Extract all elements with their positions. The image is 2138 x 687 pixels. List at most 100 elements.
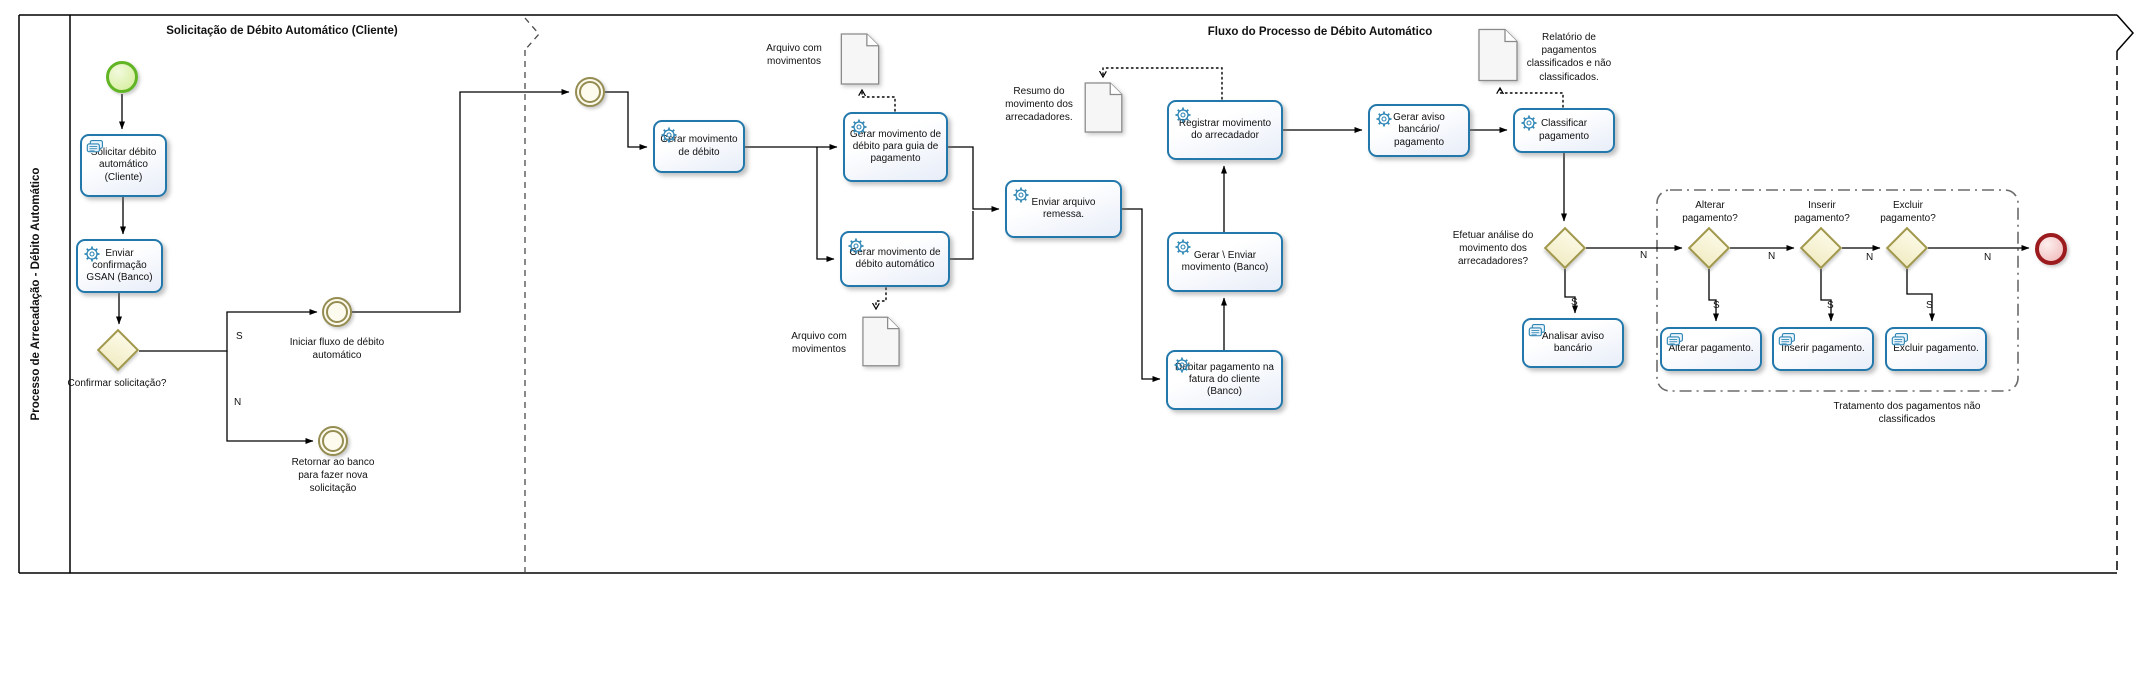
task-enviar-confirmacao-gsan[interactable]: Enviar confirmação GSAN (Banco): [76, 239, 163, 293]
sequence-flow: [139, 309, 318, 352]
intermediate-event-link[interactable]: [575, 77, 605, 107]
user-task-icon: [1778, 332, 1797, 348]
edge-label-n2: N: [1640, 250, 1648, 261]
group-label: Tratamento dos pagamentos não classifica…: [1833, 401, 1981, 426]
data-associations: [862, 67, 1564, 308]
data-object-relatorio-pagamentos[interactable]: [1478, 28, 1518, 82]
task-gerar-enviar-movimento[interactable]: Gerar \ Enviar movimento (Banco): [1167, 232, 1283, 292]
sequence-flows: [116, 89, 2030, 444]
sequence-flow: [948, 146, 1000, 212]
association: [1500, 89, 1564, 108]
data-object-resumo-movimento[interactable]: [1084, 82, 1123, 133]
event-label-retornar-banco: Retornar ao banco para fazer nova solici…: [291, 457, 375, 495]
milestone-divider: [524, 17, 540, 573]
milestone-chevron-right: [2116, 14, 2135, 52]
sequence-flow: [1906, 269, 1935, 322]
task-classificar-pagamento[interactable]: Classificar pagamento: [1513, 108, 1615, 153]
user-task-icon: [86, 139, 105, 155]
edge-label-s1: S: [236, 331, 243, 342]
milestone-chevron-left: [524, 17, 540, 51]
edge-label-s4: S: [1827, 300, 1834, 311]
service-task-icon: [1374, 109, 1394, 129]
service-task-icon: [1173, 237, 1193, 257]
end-event-end[interactable]: [2035, 233, 2067, 265]
edge-label-n5: N: [1984, 252, 1992, 263]
sequence-flow: [1820, 269, 1834, 322]
sequence-flow: [1122, 208, 1161, 382]
service-task-icon: [1519, 113, 1539, 133]
sequence-flow: [816, 147, 835, 262]
sequence-flow: [352, 89, 570, 313]
user-task-icon: [1891, 332, 1910, 348]
task-inserir-pagamento[interactable]: Inserir pagamento.: [1772, 327, 1874, 371]
task-analisar-aviso-bancario[interactable]: Analisar aviso bancário: [1522, 318, 1624, 368]
data-object-arquivo-movimentos-1[interactable]: [840, 33, 880, 85]
edge-label-n4: N: [1866, 252, 1874, 263]
user-task-icon: [1666, 332, 1685, 348]
task-label: Registrar movimento do arrecadador: [1178, 117, 1272, 141]
gateway-label-alterar-pagamento-gw: Alterar pagamento?: [1682, 200, 1738, 225]
intermediate-event-iniciar-fluxo[interactable]: [322, 297, 352, 327]
sequence-flow: [226, 351, 314, 444]
event-label-iniciar-fluxo: Iniciar fluxo de débito automático: [289, 337, 385, 362]
task-label: Solicitar débito automático (Cliente): [90, 147, 157, 183]
service-task-icon: [82, 244, 102, 264]
task-label: Gerar aviso bancário/ pagamento: [1393, 112, 1445, 148]
edge-label-n1: N: [234, 397, 242, 408]
task-label: Debitar pagamento na fatura do cliente (…: [1175, 361, 1274, 398]
task-debitar-pagamento-fatura[interactable]: Debitar pagamento na fatura do cliente (…: [1166, 350, 1283, 410]
task-enviar-arquivo-remessa[interactable]: Enviar arquivo remessa.: [1005, 180, 1122, 238]
association: [1103, 67, 1223, 100]
task-label: Excluir pagamento.: [1893, 342, 1979, 354]
task-gerar-aviso-bancario[interactable]: Gerar aviso bancário/ pagamento: [1368, 104, 1470, 157]
service-task-icon: [1172, 355, 1192, 375]
document-label-relatorio-pagamentos: Relatório de pagamentos classificados e …: [1526, 32, 1612, 83]
group-box[interactable]: [1656, 189, 2019, 392]
data-object-arquivo-movimentos-2[interactable]: [862, 315, 900, 368]
service-task-icon: [849, 117, 869, 137]
task-label: Alterar pagamento.: [1668, 342, 1754, 354]
task-label: Gerar \ Enviar movimento (Banco): [1181, 249, 1269, 273]
edge-label-s3: S: [1713, 300, 1720, 311]
task-label: Gerar movimento de débito: [660, 134, 738, 158]
task-label: Gerar movimento de débito automático: [849, 246, 941, 270]
task-label: Classificar pagamento: [1538, 118, 1590, 142]
task-solicitar-debito-automatico[interactable]: Solicitar débito automático (Cliente): [80, 134, 167, 197]
task-label: Analisar aviso bancário: [1541, 330, 1605, 354]
document-label-arquivo-movimentos-2: Arquivo com movimentos: [791, 331, 847, 356]
sequence-flow: [1708, 269, 1719, 322]
task-gerar-movimento-automatico[interactable]: Gerar movimento de débito automático: [840, 231, 950, 287]
edge-label-s5: S: [1926, 300, 1933, 311]
task-gerar-movimento-guia[interactable]: Gerar movimento de débito para guia de p…: [843, 112, 948, 182]
task-label: Enviar confirmação GSAN (Banco): [86, 247, 153, 284]
gateway-label-excluir-pagamento-gw: Excluir pagamento?: [1880, 200, 1936, 225]
task-label: Inserir pagamento.: [1781, 342, 1865, 354]
task-alterar-pagamento[interactable]: Alterar pagamento.: [1660, 327, 1762, 371]
task-label: Enviar arquivo remessa.: [1031, 196, 1096, 220]
sequence-flow: [950, 211, 974, 260]
association: [876, 287, 887, 308]
service-task-icon: [846, 236, 866, 256]
edge-label-n3: N: [1768, 251, 1776, 262]
lane-title-lane-solicitacao: Solicitação de Débito Automático (Client…: [166, 25, 398, 37]
task-label: Gerar movimento de débito para guia de p…: [849, 128, 942, 165]
user-task-icon: [1528, 323, 1547, 339]
lane-title-lane-fluxo: Fluxo do Processo de Débito Automático: [1207, 26, 1433, 38]
service-task-icon: [1011, 185, 1031, 205]
service-task-icon: [1173, 105, 1193, 125]
edge-label-s2: S: [1571, 297, 1578, 308]
pool-border: [18, 14, 2135, 574]
task-excluir-pagamento[interactable]: Excluir pagamento.: [1885, 327, 1987, 371]
document-label-arquivo-movimentos-1: Arquivo com movimentos: [766, 43, 822, 68]
sequence-flow: [605, 91, 648, 150]
service-task-icon: [659, 125, 679, 145]
pool-title: Processo de Arrecadação - Débito Automát…: [30, 167, 42, 421]
task-gerar-movimento-debito[interactable]: Gerar movimento de débito: [653, 120, 745, 173]
document-label-resumo-movimento: Resumo do movimento dos arrecadadores.: [1005, 86, 1073, 124]
start-event-start[interactable]: [106, 61, 138, 93]
gateway-label-inserir-pagamento-gw: Inserir pagamento?: [1794, 200, 1850, 225]
task-registrar-movimento[interactable]: Registrar movimento do arrecadador: [1167, 100, 1283, 160]
intermediate-event-retornar-banco[interactable]: [318, 426, 348, 456]
